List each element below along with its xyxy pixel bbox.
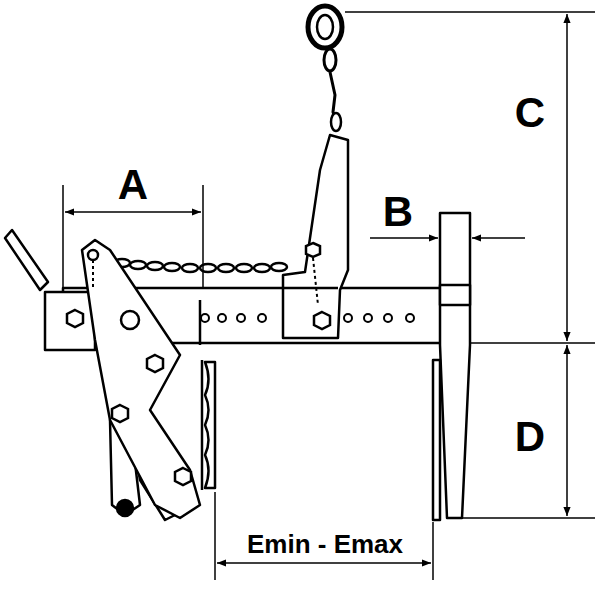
dimension-label: D: [515, 416, 545, 458]
dimension-label: C: [515, 92, 545, 134]
dimension-label: A: [118, 164, 148, 206]
dimension-label: Emin - Emax: [247, 531, 403, 557]
dimension-label: B: [383, 191, 413, 233]
